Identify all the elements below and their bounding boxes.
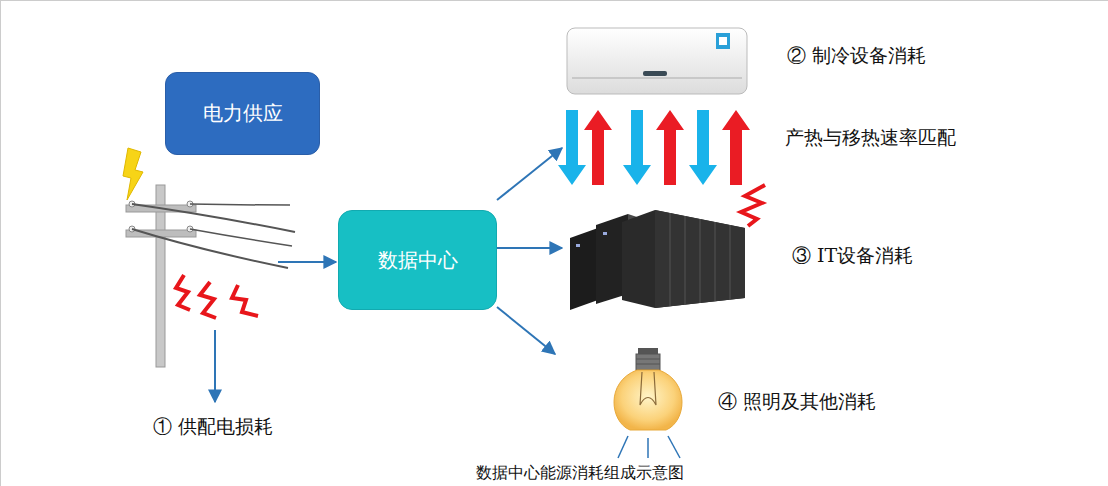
callout-label: ④ 照明及其他消耗 — [718, 390, 876, 413]
power-pole — [126, 185, 295, 367]
light-bulb — [614, 348, 682, 458]
server-racks — [570, 210, 745, 310]
heat-loss — [176, 275, 258, 318]
heat-flow-arrows — [558, 110, 750, 185]
box-label: 电力供应 — [203, 100, 283, 127]
heat-zigzag — [741, 185, 765, 226]
callout-label: ① 供配电损耗 — [153, 415, 273, 438]
box-label: 数据中心 — [378, 247, 458, 274]
callout-label: ③ IT设备消耗 — [792, 244, 913, 267]
process-box: 电力供应 — [165, 72, 320, 155]
process-box: 数据中心 — [338, 210, 497, 310]
callout-label: ② 制冷设备消耗 — [787, 44, 926, 67]
figure-caption: 数据中心能源消耗组成示意图 — [476, 463, 684, 482]
air-conditioner — [567, 28, 747, 94]
lightning — [123, 148, 143, 200]
note-label: 产热与移热速率匹配 — [785, 126, 956, 149]
